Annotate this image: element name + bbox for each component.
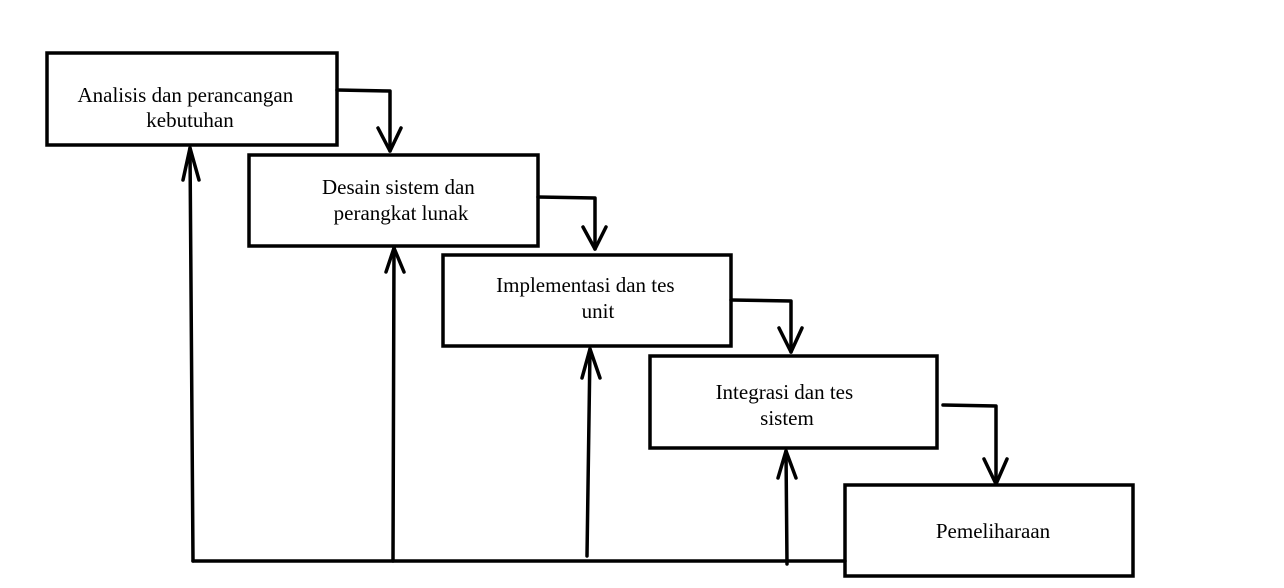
feedback-arrow-to-integrasi xyxy=(776,449,798,566)
stage-integrasi: Integrasi dan tes sistem xyxy=(648,354,939,450)
stage-analisis-label-line-2: kebutuhan xyxy=(146,108,234,132)
svg-text:Analisis dan perancangan: Analisis dan perancangan kebutuhan xyxy=(77,83,298,132)
stage-integrasi-label-line-1: Integrasi dan tes xyxy=(716,380,854,404)
stage-integrasi-label-line-2: sistem xyxy=(760,406,814,430)
stage-pemeliharaan-box xyxy=(843,483,1135,578)
feedback-arrows xyxy=(181,146,847,566)
svg-text:Integrasi dan tes sistem: Integrasi dan tes sistem xyxy=(716,380,859,430)
arrow-implementasi-to-integrasi xyxy=(729,298,804,354)
stage-implementasi-label-line-1: Implementasi dan tes xyxy=(496,273,674,297)
stage-desain-box xyxy=(247,153,540,248)
stage-desain-label-line-2: perangkat lunak xyxy=(334,201,469,225)
stage-pemeliharaan-label: Pemeliharaan xyxy=(936,519,1051,543)
stage-implementasi-label-line-2: unit xyxy=(582,299,615,323)
stage-analisis: Analisis dan perancangan kebutuhan xyxy=(45,51,339,147)
stage-desain-label-line-1: Desain sistem dan xyxy=(322,175,475,199)
stage-analisis-box xyxy=(45,51,339,147)
stage-desain: Desain sistem dan perangkat lunak xyxy=(247,153,540,248)
arrow-desain-to-implementasi xyxy=(536,195,608,251)
svg-text:Implementasi dan tes uni: Implementasi dan tes unit xyxy=(496,273,680,323)
arrow-integrasi-to-pemeliharaan xyxy=(941,403,1009,486)
stage-pemeliharaan: Pemeliharaan xyxy=(843,483,1135,578)
stage-analisis-label-line-1: Analisis dan perancangan xyxy=(77,83,293,107)
forward-arrows xyxy=(335,88,1009,486)
stage-integrasi-box xyxy=(648,354,939,450)
feedback-arrow-to-analisis xyxy=(181,146,201,563)
svg-text:Desain sistem dan perang: Desain sistem dan perangkat lunak xyxy=(322,175,480,225)
stage-implementasi: Implementasi dan tes unit xyxy=(441,253,733,348)
svg-text:Pemeliharaan: Pemeliharaan xyxy=(936,519,1051,543)
arrow-analisis-to-desain xyxy=(335,88,403,153)
stage-implementasi-box xyxy=(441,253,733,348)
feedback-arrow-to-desain xyxy=(384,246,406,563)
feedback-arrow-to-implementasi xyxy=(580,347,602,558)
